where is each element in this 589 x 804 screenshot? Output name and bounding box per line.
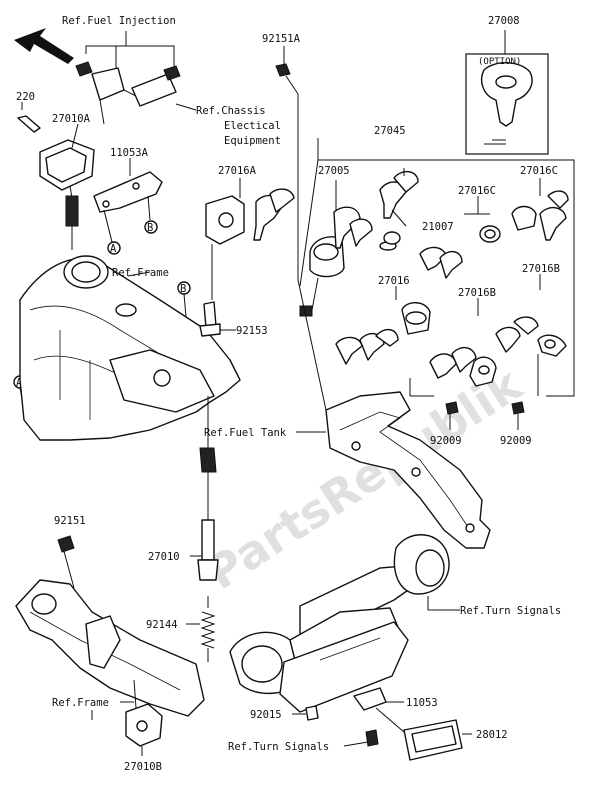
screw-turn-signal — [343, 729, 379, 747]
part-28012: 28012 — [476, 729, 508, 741]
part-27010B: 27010B — [124, 761, 162, 773]
lock-27016 — [335, 286, 431, 365]
lock-cylinder-27005 — [299, 180, 397, 317]
part-27010A: 27010A — [52, 113, 91, 125]
label-ref-chassis-line2: Electical — [224, 120, 281, 132]
switch-unit-27010A — [39, 123, 95, 250]
part-21007: 21007 — [422, 221, 454, 233]
bolt-92153 — [199, 301, 236, 337]
lock-27016C-left — [419, 196, 501, 279]
label-ref-fuel-injection: Ref.Fuel Injection — [62, 15, 176, 27]
part-27005: 27005 — [318, 165, 350, 177]
label-ref-chassis-line3: Equipment — [224, 135, 281, 147]
svg-text:B: B — [180, 283, 186, 295]
part-27045: 27045 — [374, 125, 406, 137]
svg-text:A: A — [16, 377, 23, 389]
screw-92009-left — [445, 401, 459, 430]
part-92009-right: 92009 — [500, 435, 532, 447]
label-ref-chassis: Ref.Chassis — [196, 105, 266, 117]
part-11053A: 11053A — [110, 147, 149, 159]
lock-27016B-left — [429, 298, 497, 387]
label-ref-frame-bottom: Ref.Frame — [52, 697, 109, 709]
front-direction-arrow-icon — [14, 28, 74, 64]
switch-27010B — [125, 679, 163, 756]
part-220: 220 — [16, 91, 35, 103]
nut-92015 — [292, 705, 319, 721]
bracket-11053A — [93, 158, 163, 213]
reflector-28012 — [375, 707, 472, 761]
frame-lower — [15, 535, 205, 717]
part-27010: 27010 — [148, 551, 180, 563]
part-27016B-right: 27016B — [522, 263, 560, 275]
callout-b-1: B — [144, 195, 158, 234]
fuel-injection-connectors — [75, 31, 181, 125]
label-ref-turn-signals-bottom: Ref.Turn Signals — [228, 741, 329, 753]
watermark: PartsRepublik — [197, 357, 532, 601]
svg-text:A: A — [110, 243, 117, 255]
label-ref-fuel-tank: Ref.Fuel Tank — [204, 427, 287, 439]
label-ref-frame-top: Ref.Frame — [112, 267, 169, 279]
screw-92151A — [275, 46, 299, 280]
assembly-27045-box — [299, 138, 575, 397]
frame-assembly — [19, 255, 241, 441]
lock-27016B-right — [495, 274, 567, 396]
part-27016C-left: 27016C — [458, 185, 496, 197]
switch-27010 — [190, 396, 219, 581]
part-27016A: 27016A — [218, 165, 257, 177]
part-27016: 27016 — [378, 275, 410, 287]
part-11053: 11053 — [406, 697, 438, 709]
label-option: (OPTION) — [478, 57, 521, 67]
part-92151A: 92151A — [262, 33, 301, 45]
svg-text:B: B — [147, 222, 153, 234]
lock-27016C-right — [511, 178, 569, 241]
fuel-tank-bracket — [297, 279, 491, 549]
bracket-11053 — [353, 687, 404, 711]
spring-92144 — [186, 596, 216, 662]
label-ref-turn-signals-right: Ref.Turn Signals — [460, 605, 561, 617]
screw-92009-right — [511, 401, 525, 430]
part-27016B-left: 27016B — [458, 287, 496, 299]
bolt-220 — [17, 102, 41, 133]
part-92153: 92153 — [236, 325, 268, 337]
callout-a-1: A — [103, 209, 121, 255]
part-27016C-right: 27016C — [520, 165, 558, 177]
part-92015: 92015 — [250, 709, 282, 721]
turn-signal-assembly — [229, 534, 450, 713]
keys-21007 — [379, 168, 419, 245]
part-27008: 27008 — [488, 15, 520, 27]
ignition-switch-27016A — [205, 178, 295, 300]
key-option-27008 — [465, 30, 549, 155]
part-92151: 92151 — [54, 515, 86, 527]
part-92144: 92144 — [146, 619, 178, 631]
leader-lines — [91, 103, 460, 720]
part-92009-left: 92009 — [430, 435, 462, 447]
